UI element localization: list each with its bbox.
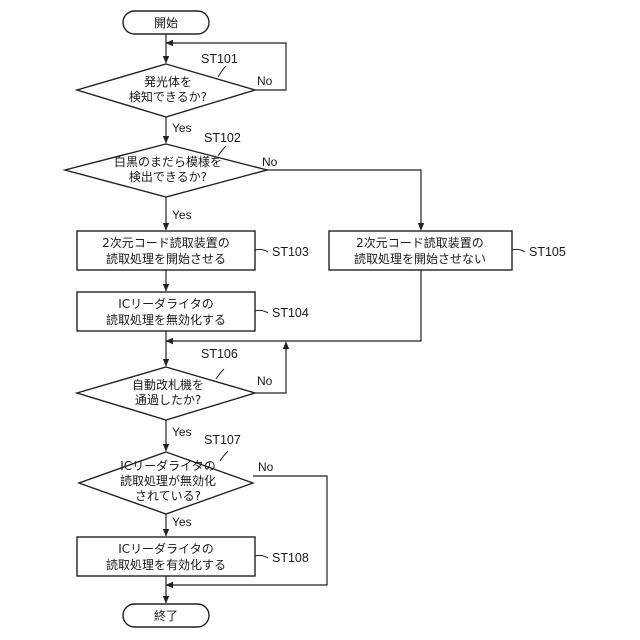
start-terminal: 開始 bbox=[123, 11, 209, 34]
process-st105: 2次元コード読取装置の 読取処理を開始させない ST105 bbox=[329, 231, 566, 270]
st106-line2: 通過したか? bbox=[135, 393, 201, 407]
st107-yes-label: Yes bbox=[172, 515, 192, 529]
st104-leader bbox=[255, 310, 268, 313]
st108-line1: ICリーダライタの bbox=[118, 541, 213, 556]
st107-line2: 読取処理が無効化 bbox=[120, 473, 216, 488]
st103-step-id: ST103 bbox=[272, 245, 309, 259]
st103-line2: 読取処理を開始させる bbox=[106, 251, 226, 266]
st104-line1: ICリーダライタの bbox=[118, 296, 213, 311]
process-st108: ICリーダライタの 読取処理を有効化する ST108 bbox=[77, 537, 309, 576]
st104-line2: 読取処理を無効化する bbox=[106, 312, 226, 327]
st102-step-id: ST102 bbox=[204, 131, 241, 145]
st108-line2: 読取処理を有効化する bbox=[106, 557, 226, 572]
st107-step-id: ST107 bbox=[204, 433, 241, 447]
st105-step-id: ST105 bbox=[529, 245, 566, 259]
st105-line2: 読取処理を開始させない bbox=[354, 251, 486, 266]
st101-no-label: No bbox=[257, 74, 273, 88]
st106-leader bbox=[216, 369, 224, 379]
st106-yes-label: Yes bbox=[172, 425, 192, 439]
st101-yes-label: Yes bbox=[172, 121, 192, 135]
st108-step-id: ST108 bbox=[272, 551, 309, 565]
st103-leader bbox=[255, 249, 268, 252]
st101-line2: 検知できるか? bbox=[129, 90, 207, 104]
st102-line2: 検出できるか? bbox=[129, 170, 207, 184]
st107-line1: ICリーダライタの bbox=[120, 458, 215, 473]
st106-no-label: No bbox=[257, 374, 273, 388]
st108-leader bbox=[255, 555, 268, 558]
st106-line1: 自動改札機を bbox=[132, 377, 204, 392]
st101-step-id: ST101 bbox=[201, 52, 238, 66]
st102-yes-label: Yes bbox=[172, 208, 192, 222]
st107-leader bbox=[220, 451, 228, 461]
st107-no-label: No bbox=[258, 460, 274, 474]
end-terminal: 終了 bbox=[123, 604, 209, 627]
process-st104: ICリーダライタの 読取処理を無効化する ST104 bbox=[77, 292, 309, 331]
process-st103: 2次元コード読取装置の 読取処理を開始させる ST103 bbox=[77, 231, 309, 270]
st102-no-label: No bbox=[262, 155, 278, 169]
st101-line1: 発光体を bbox=[144, 75, 192, 89]
arrow-st102-no bbox=[267, 170, 421, 230]
start-label: 開始 bbox=[154, 16, 178, 30]
st105-leader bbox=[512, 249, 525, 252]
st104-step-id: ST104 bbox=[272, 306, 309, 320]
st101-leader bbox=[218, 66, 226, 77]
end-label: 終了 bbox=[154, 608, 178, 623]
st106-step-id: ST106 bbox=[201, 347, 238, 361]
st103-line1: 2次元コード読取装置の bbox=[102, 235, 230, 250]
st107-line3: されている? bbox=[135, 489, 201, 503]
st105-line1: 2次元コード読取装置の bbox=[356, 235, 484, 250]
st102-line1: 白黒のまだら模様を bbox=[114, 154, 222, 169]
